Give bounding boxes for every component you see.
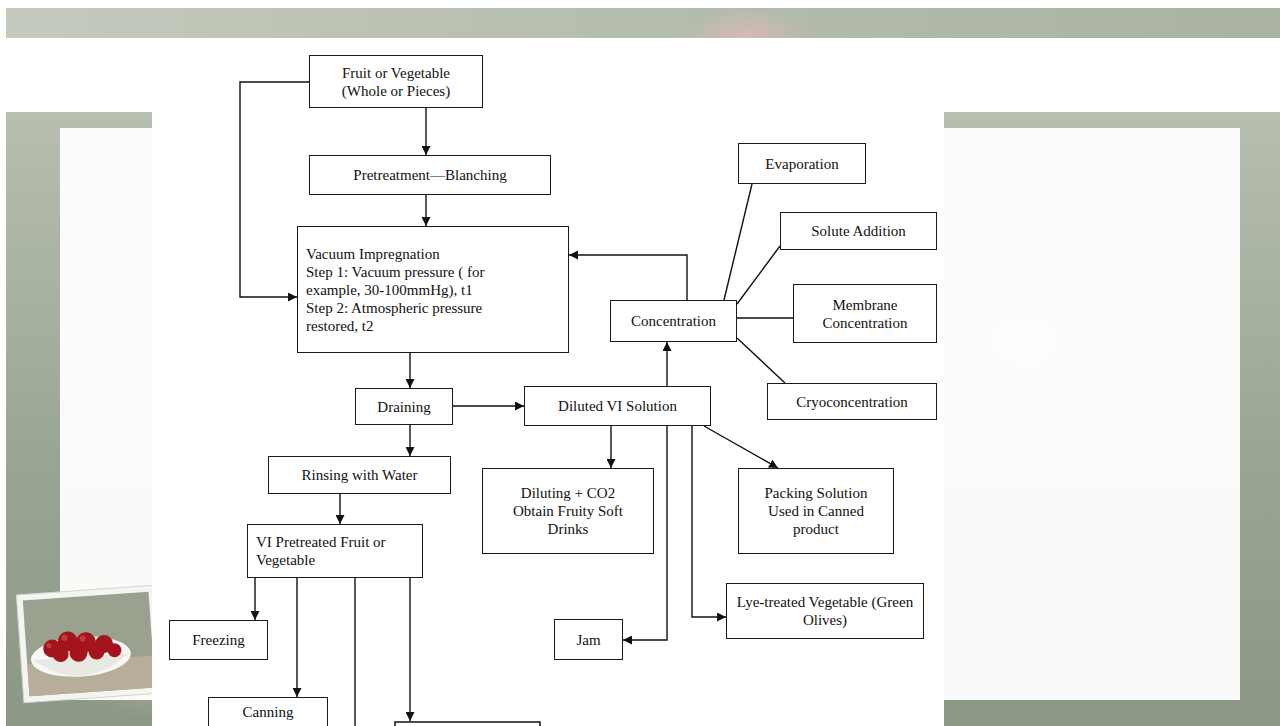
box-label: Evaporation xyxy=(757,155,847,173)
cherry-highlights xyxy=(46,633,86,648)
box-label: Packing Solution Used in Canned product xyxy=(757,484,875,538)
box-label: Cryoconcentration xyxy=(786,393,918,411)
flow-arrow xyxy=(425,195,426,226)
process-box: Membrane Concentration xyxy=(793,284,937,343)
process-box: Pretreatment—Blanching xyxy=(309,155,551,195)
process-box: Solute Addition xyxy=(780,212,937,250)
branch-arrow xyxy=(409,578,410,721)
flow-arrow xyxy=(692,426,726,617)
box-label: Concentration xyxy=(629,312,718,330)
cherry-bowl-photo xyxy=(14,582,164,706)
box-label: Diluted VI Solution xyxy=(543,397,692,415)
branch-line xyxy=(354,578,355,726)
frame xyxy=(16,585,161,702)
box-label: Diluting + CO2 Obtain Fruity Soft Drinks xyxy=(501,484,635,538)
flow-arrow xyxy=(339,494,340,524)
box-label: VI Pretreated Fruit or Vegetable xyxy=(256,533,386,569)
flow-arrow xyxy=(425,108,426,155)
box-label: Solute Addition xyxy=(799,222,918,240)
connector-line xyxy=(724,184,752,300)
process-box: Draining xyxy=(355,388,453,425)
box-label: Rinsing with Water xyxy=(287,466,432,484)
photo-frame xyxy=(16,585,161,702)
connector-line xyxy=(737,338,785,383)
photo-strip xyxy=(6,8,1280,38)
flow-arrow xyxy=(610,426,611,468)
process-box: Fruit or Vegetable (Whole or Pieces) xyxy=(309,55,483,108)
flow-arrow xyxy=(704,426,778,468)
process-box: Evaporation xyxy=(738,143,866,184)
process-box: Diluting + CO2 Obtain Fruity Soft Drinks xyxy=(482,468,654,554)
flow-arrow xyxy=(296,578,297,697)
box-label: Step 1: Vacuum pressure ( for example, 3… xyxy=(306,263,532,299)
process-box: Concentration xyxy=(610,300,737,342)
box-label: Membrane Concentration xyxy=(812,296,918,332)
process-box: Freezing xyxy=(169,620,268,660)
box-label: Step 2: Atmospheric pressure restored, t… xyxy=(306,299,532,335)
box-label: Jam xyxy=(573,631,604,649)
box-label: Canning xyxy=(227,703,309,721)
flow-arrow xyxy=(666,342,667,386)
connector-line xyxy=(737,246,780,304)
process-box: Packing Solution Used in Canned product xyxy=(738,468,894,554)
connector-line xyxy=(737,317,793,318)
flow-arrow xyxy=(569,255,687,300)
bowl xyxy=(30,633,133,680)
box-label: Fruit or Vegetable (Whole or Pieces) xyxy=(328,64,464,100)
flow-arrow xyxy=(409,425,410,456)
process-box: Vacuum ImpregnationStep 1: Vacuum pressu… xyxy=(297,226,569,353)
process-box: VI Pretreated Fruit or Vegetable xyxy=(247,524,423,578)
box-label: Freezing xyxy=(188,631,249,649)
flow-arrow xyxy=(453,405,524,406)
process-box: Diluted VI Solution xyxy=(524,386,711,426)
process-box: Rinsing with Water xyxy=(268,456,451,494)
photo-ground xyxy=(23,592,155,697)
box-label: Vacuum Impregnation xyxy=(306,245,532,263)
box-label: Pretreatment—Blanching xyxy=(328,166,532,184)
process-box: Jam xyxy=(554,619,623,660)
flow-arrow xyxy=(254,578,255,620)
box-label: Lye-treated Vegetable (Green Olives) xyxy=(735,593,915,629)
cut-off-box xyxy=(395,722,540,726)
process-box: Lye-treated Vegetable (Green Olives) xyxy=(726,583,924,639)
box-label: Draining xyxy=(374,398,434,416)
flow-arrow xyxy=(409,353,410,388)
process-box: Canning xyxy=(208,697,328,726)
cherries xyxy=(42,628,122,664)
process-box: Cryoconcentration xyxy=(767,383,937,420)
